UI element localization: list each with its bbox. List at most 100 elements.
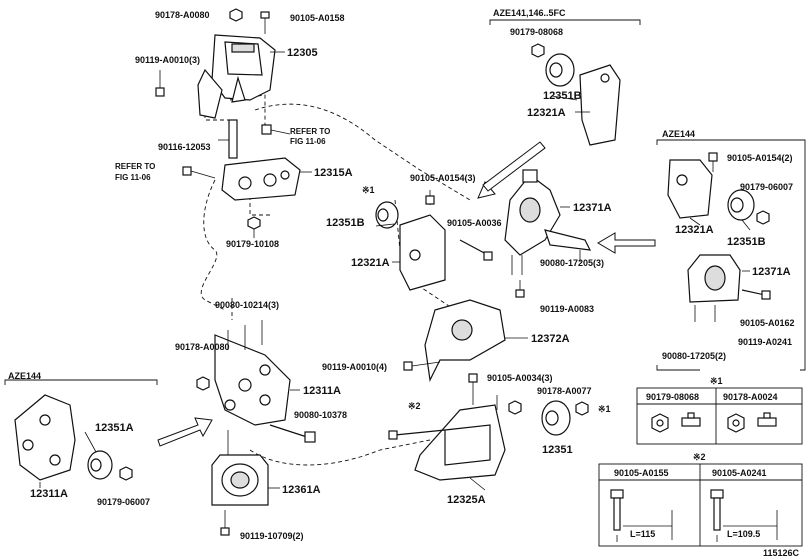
bolts-90119-A0010-4 bbox=[403, 361, 441, 371]
part-12351A-left bbox=[87, 450, 113, 480]
studs-90080-17205-3 bbox=[511, 250, 581, 275]
label-aze144-right: AZE144 bbox=[662, 129, 695, 139]
part-12371A-right bbox=[687, 254, 741, 303]
label-12321A-mid: 12321A bbox=[351, 257, 390, 269]
part-12325A bbox=[414, 404, 506, 481]
bolts-90105-A0154-3 bbox=[425, 190, 435, 205]
bolt-refer-fig-11-06 bbox=[261, 124, 291, 135]
part-12321A-right bbox=[667, 159, 713, 219]
nut-90178-A0080-top bbox=[229, 8, 243, 22]
label-table2-col1: 90105-A0155 bbox=[614, 468, 669, 478]
label-12361A: 12361A bbox=[282, 484, 321, 496]
label-table1-col1: 90179-08068 bbox=[646, 392, 699, 402]
leader-lines bbox=[39, 51, 751, 491]
part-12311A-mid bbox=[214, 334, 291, 426]
label-refer2-a: REFER TO bbox=[115, 162, 155, 171]
label-90105-A0154-2: 90105-A0154(2) bbox=[727, 153, 793, 163]
label-90178-A0080-mid: 90178-A0080 bbox=[175, 342, 230, 352]
label-90179-10108: 90179-10108 bbox=[226, 239, 279, 249]
label-length-2: L=109.5 bbox=[727, 529, 760, 539]
label-90179-06007-left: 90179-06007 bbox=[97, 497, 150, 507]
part-12321A-top bbox=[579, 64, 621, 146]
bolt-90119-10709 bbox=[220, 510, 230, 536]
label-12351B-mid: 12351B bbox=[326, 217, 365, 229]
label-refer1-b: FIG 11-06 bbox=[290, 137, 326, 146]
bolts-90105-A0034-3 bbox=[468, 373, 498, 410]
part-12361A bbox=[211, 430, 269, 506]
label-12325A: 12325A bbox=[447, 494, 486, 506]
label-mark2-a: ※2 bbox=[408, 401, 421, 411]
aze144-right-box bbox=[656, 139, 806, 371]
label-90105-A0162: 90105-A0162 bbox=[740, 318, 795, 328]
label-12311A-left: 12311A bbox=[30, 488, 68, 500]
label-table2-mark: ※2 bbox=[693, 452, 706, 462]
label-90179-08068-top: 90179-08068 bbox=[510, 27, 563, 37]
label-12351B-right: 12351B bbox=[727, 236, 766, 248]
label-90119-A0010-3: 90119-A0010(3) bbox=[135, 55, 200, 65]
nut-90179-10108 bbox=[247, 216, 261, 230]
label-refer1-a: REFER TO bbox=[290, 127, 330, 136]
nut-90178-A0080-mid bbox=[196, 376, 210, 391]
label-90119-10709-2: 90119-10709(2) bbox=[240, 531, 304, 541]
label-table1-col2: 90178-A0024 bbox=[723, 392, 778, 402]
label-aze144-left: AZE144 bbox=[8, 371, 41, 381]
label-90080-10214-3: 90080-10214(3) bbox=[215, 300, 279, 310]
part-labels: 90178-A0080 90105-A0158 12305 90119-A001… bbox=[8, 8, 800, 558]
label-90080-17205-2: 90080-17205(2) bbox=[662, 351, 726, 361]
label-90105-A0036: 90105-A0036 bbox=[447, 218, 502, 228]
bolt-90080-10378 bbox=[269, 424, 316, 443]
arrow-right-to-center bbox=[597, 232, 656, 254]
part-12351B-top bbox=[545, 53, 575, 87]
label-table1-mark: ※1 bbox=[710, 376, 723, 386]
label-mark1-a: ※1 bbox=[362, 185, 375, 195]
part-12371A-mid bbox=[504, 169, 592, 256]
label-90105-A0034-3: 90105-A0034(3) bbox=[487, 373, 553, 383]
label-90119-A0010-4: 90119-A0010(4) bbox=[322, 362, 387, 372]
label-90178-A0077: 90178-A0077 bbox=[537, 386, 592, 396]
label-90080-17205-3: 90080-17205(3) bbox=[540, 258, 604, 268]
bolt-90119-A0010 bbox=[155, 70, 165, 97]
bolt-90105-A0036 bbox=[459, 239, 493, 261]
part-12315A bbox=[221, 157, 301, 201]
nut-90178-A0077 bbox=[508, 400, 522, 415]
label-12351: 12351 bbox=[542, 444, 573, 456]
label-12321A-right: 12321A bbox=[675, 224, 714, 236]
bolt-90119-A0083 bbox=[515, 280, 525, 298]
label-refer2-b: FIG 11-06 bbox=[115, 173, 151, 182]
part-12311A-left bbox=[14, 394, 76, 481]
label-12315A: 12315A bbox=[314, 167, 353, 179]
bolt-left-refer bbox=[182, 166, 216, 179]
label-12371A-right: 12371A bbox=[752, 266, 791, 278]
label-90105-A0158: 90105-A0158 bbox=[290, 13, 345, 23]
label-table2-col2: 90105-A0241 bbox=[712, 468, 767, 478]
label-90080-10378: 90080-10378 bbox=[294, 410, 347, 420]
arrow-top-to-center bbox=[477, 141, 546, 199]
aze144-left-box bbox=[4, 379, 158, 385]
label-12371A-mid: 12371A bbox=[573, 202, 612, 214]
aze141-box bbox=[489, 19, 641, 25]
bolt-90105-A0154-2 bbox=[708, 152, 718, 172]
label-90178-A0080-top: 90178-A0080 bbox=[155, 10, 210, 20]
arrow-left-to-mid bbox=[157, 417, 213, 447]
studs-90080-17205-2 bbox=[694, 305, 716, 322]
label-90119-A0241: 90119-A0241 bbox=[738, 337, 792, 347]
nut-90179-06007-right bbox=[756, 210, 770, 225]
table-mark2 bbox=[598, 463, 803, 547]
part-12351 bbox=[541, 400, 571, 436]
label-aze141-header: AZE141,146..5FC bbox=[493, 8, 566, 18]
label-12321A-top: 12321A bbox=[527, 107, 566, 119]
label-12372A: 12372A bbox=[531, 333, 570, 345]
label-90179-06007-right: 90179-06007 bbox=[740, 182, 793, 192]
label-mark1-b: ※1 bbox=[598, 404, 611, 414]
bolts-90080-10214 bbox=[227, 320, 263, 350]
stud-90116-12053 bbox=[228, 119, 238, 159]
bolt-mark2 bbox=[388, 429, 446, 440]
label-90105-A0154-3: 90105-A0154(3) bbox=[410, 173, 476, 183]
part-12351B-mid bbox=[375, 201, 399, 229]
label-90116-12053: 90116-12053 bbox=[158, 142, 211, 152]
table-mark1 bbox=[636, 387, 803, 445]
bolt-90105-A0158 bbox=[260, 11, 270, 34]
nut-90179-08068-top bbox=[531, 43, 545, 58]
label-12311A-mid: 12311A bbox=[303, 385, 341, 397]
